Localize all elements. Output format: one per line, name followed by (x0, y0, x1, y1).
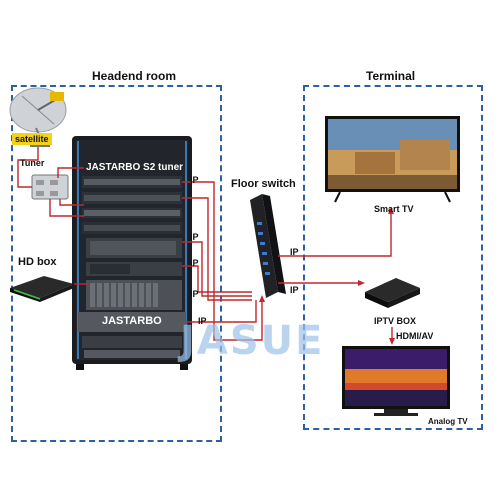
ip-label-7: IP (290, 285, 299, 295)
tuner-label: Tuner (20, 158, 44, 168)
analog-tv-label: Analog TV (428, 417, 468, 426)
iptv-box-icon (365, 278, 420, 308)
satellite-label: satellite (12, 133, 52, 145)
hdmi-arrow (389, 327, 395, 345)
floor-switch-label: Floor switch (231, 178, 296, 190)
smart-tv-label: Smart TV (374, 204, 414, 214)
analog-tv-icon (342, 346, 450, 416)
iptv-box-label: IPTV BOX (374, 316, 416, 326)
hdmi-label: HDMI/AV (396, 331, 433, 341)
hd-box-icon (10, 276, 74, 302)
ip-label-4: IP (190, 289, 199, 299)
ip-label-6: IP (290, 247, 299, 257)
smart-tv-icon (325, 116, 460, 202)
hd-box-label: HD box (18, 256, 57, 268)
watermark: JASUE (180, 318, 324, 364)
ip-label-3: IP (190, 258, 199, 268)
ip-label-2: IP (190, 232, 199, 242)
rack-top-label: JASTARBO S2 tuner (86, 162, 183, 173)
splitter-icon (32, 175, 68, 199)
ip-label-1: IP (190, 175, 199, 185)
rack-bottom-label: JASTARBO (102, 315, 162, 327)
